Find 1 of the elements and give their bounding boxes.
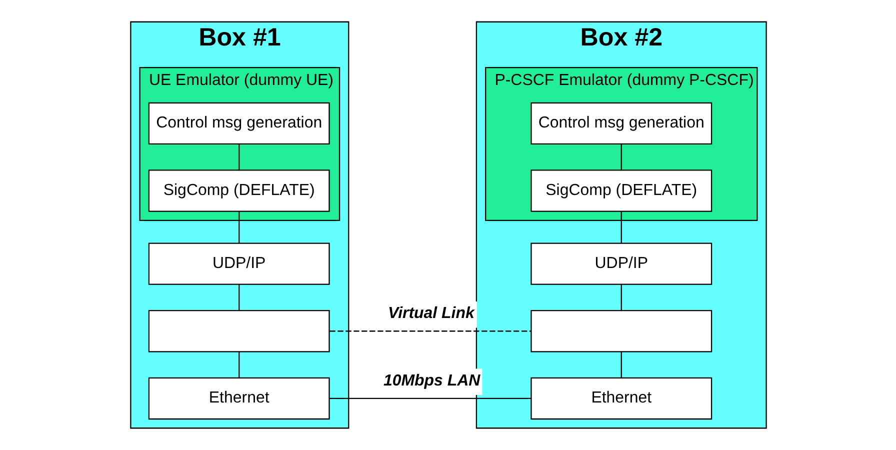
edge-label: Virtual Link [388, 305, 474, 322]
